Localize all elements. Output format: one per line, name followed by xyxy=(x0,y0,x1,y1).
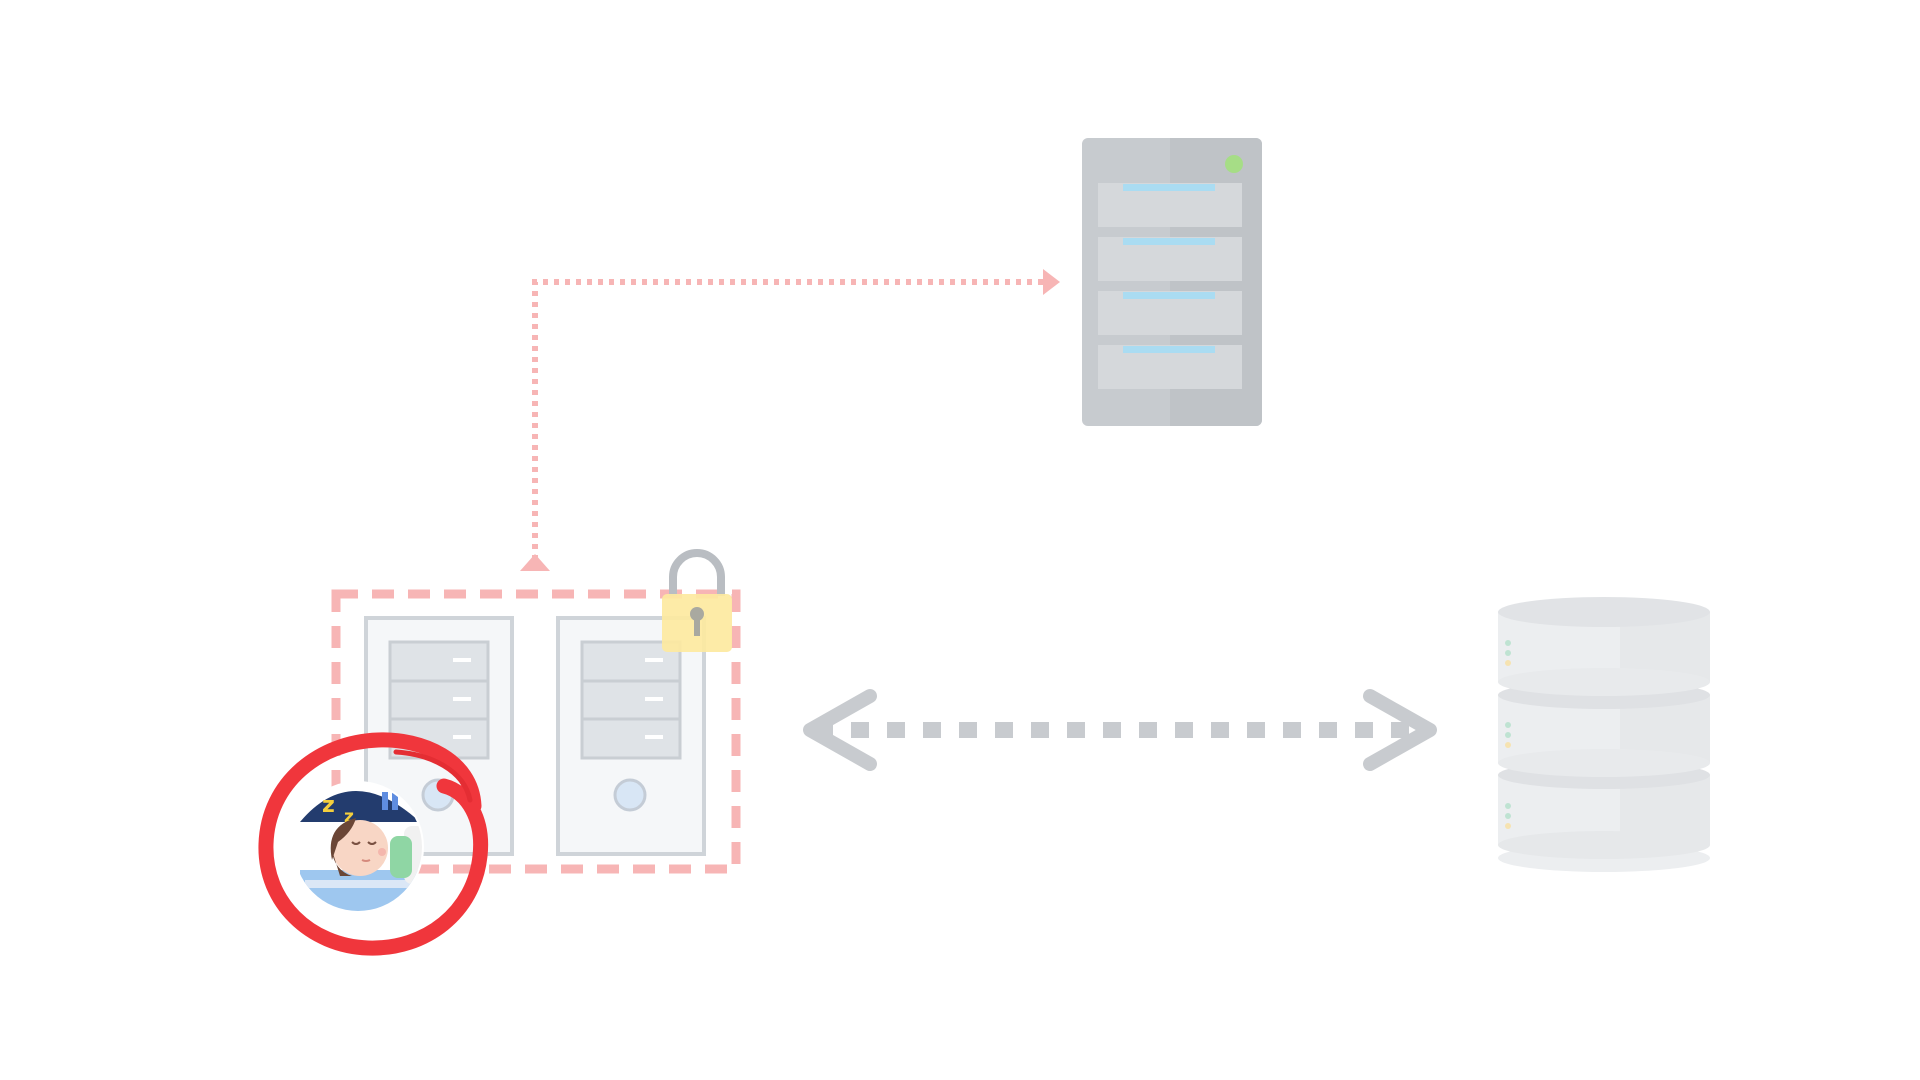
cluster-to-rack-connector xyxy=(520,269,1060,571)
cluster-dashed-border xyxy=(331,589,741,874)
cluster-to-database-connector xyxy=(803,689,1437,771)
sleeping-person-badge: z z xyxy=(258,732,489,956)
arrow-head-left-icon xyxy=(803,689,877,771)
night-sky-icon xyxy=(300,791,420,822)
rack-server xyxy=(1082,138,1262,426)
database xyxy=(1498,597,1710,872)
arrow-head-right-icon xyxy=(1363,689,1437,771)
z-letter-icon: z xyxy=(344,807,354,827)
highlight-circle xyxy=(258,732,489,956)
z-letter-icon: z xyxy=(322,793,335,818)
padlock-icon xyxy=(662,549,732,652)
status-led-icon xyxy=(1225,155,1243,173)
arrow-head-right-icon xyxy=(1043,269,1060,295)
rack-drive-bays xyxy=(1098,183,1242,389)
power-button-icon xyxy=(613,778,647,812)
server-tower-right xyxy=(556,616,706,856)
arrow-head-up-icon xyxy=(520,554,550,571)
